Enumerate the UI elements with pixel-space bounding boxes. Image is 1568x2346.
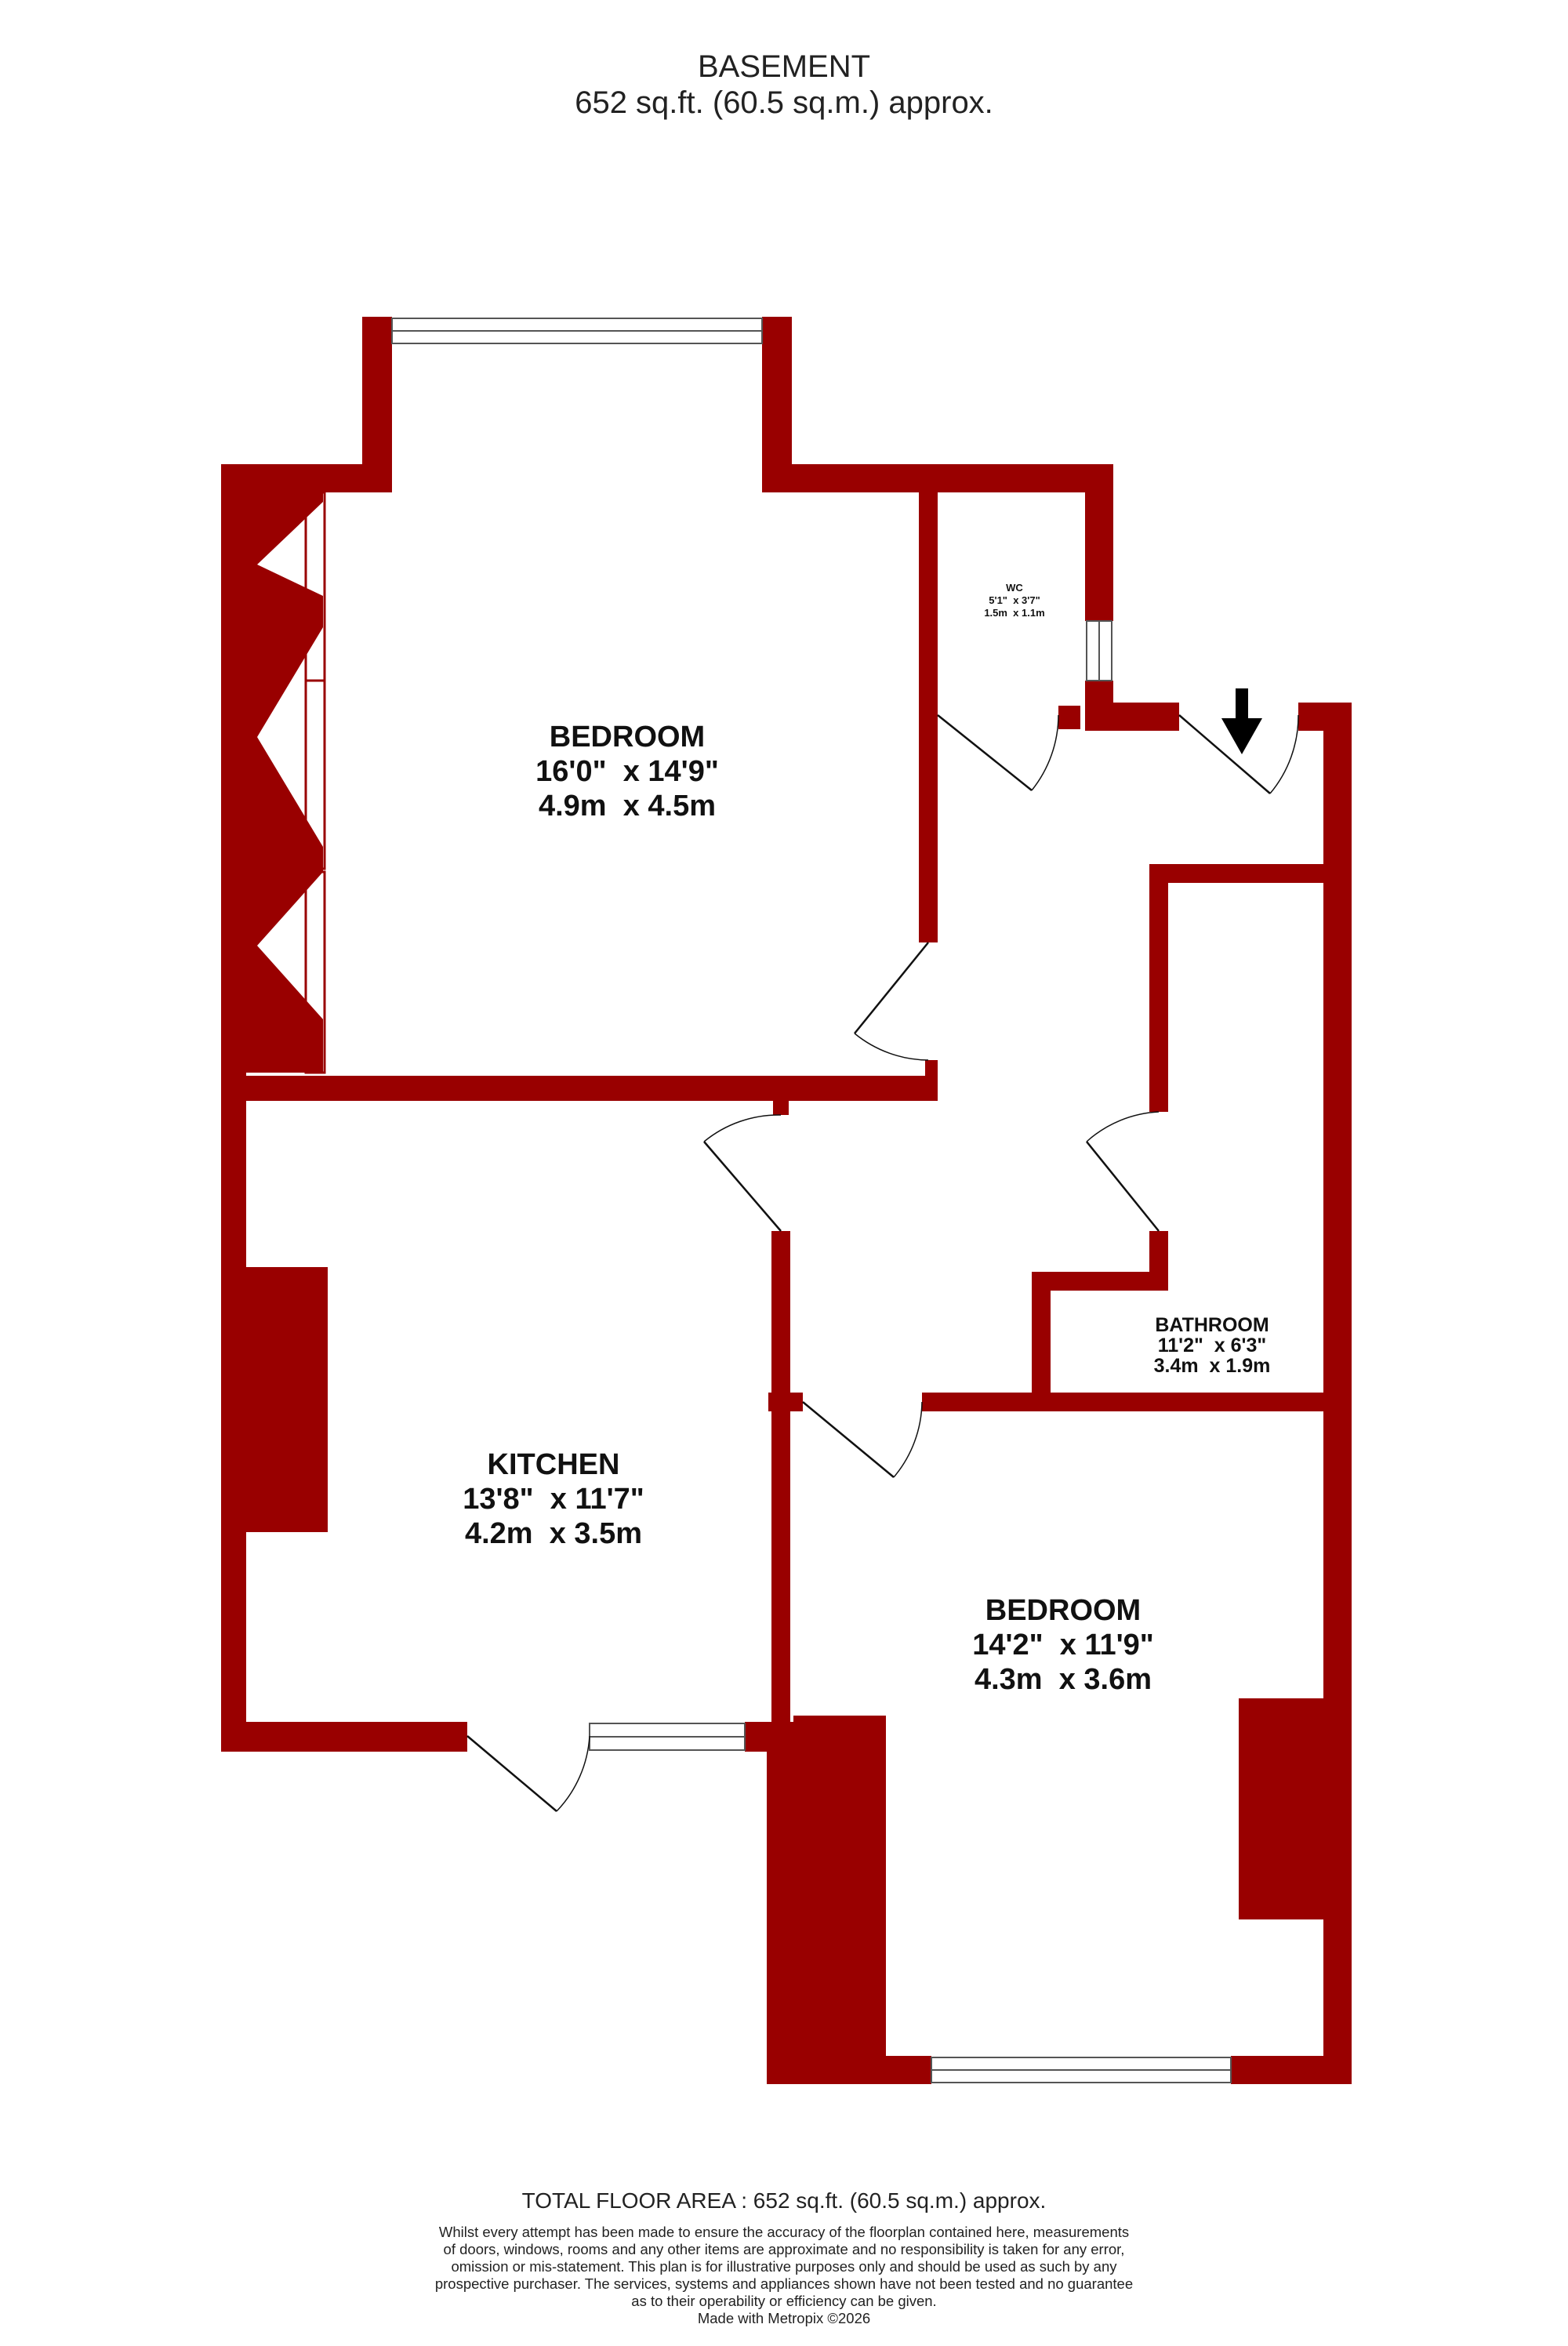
wall: [925, 1060, 938, 1101]
door-kitchen: [703, 1114, 782, 1232]
disclaimer-line: of doors, windows, rooms and any other i…: [443, 2241, 1125, 2257]
room-size-imperial: 16'0" x 14'9": [535, 755, 719, 788]
wall: [1032, 1272, 1051, 1396]
room-label-bedroom-top: BEDROOM 16'0" x 14'9" 4.9m x 4.5m: [535, 721, 719, 823]
room-size-metric: 3.4m x 1.9m: [1154, 1355, 1271, 1377]
room-label-wc: WC 5'1" x 3'7" 1.5m x 1.1m: [984, 582, 1044, 619]
disclaimer-line: Whilst every attempt has been made to en…: [438, 2224, 1130, 2240]
room-size-imperial: 5'1" x 3'7": [989, 594, 1040, 606]
wardrobe: [304, 679, 326, 870]
room-size-metric: 1.5m x 1.1m: [984, 607, 1044, 619]
wardrobes: [304, 491, 326, 1074]
wall: [1085, 464, 1113, 621]
door-entrance: [1178, 714, 1299, 794]
room-size-imperial: 14'2" x 11'9": [972, 1629, 1154, 1661]
wall: [221, 464, 392, 492]
disclaimer-line: omission or mis-statement. This plan is …: [451, 2258, 1117, 2275]
wall: [221, 1076, 938, 1101]
wardrobe: [304, 870, 326, 1074]
room-name: BATHROOM: [1155, 1314, 1269, 1336]
wall: [1149, 864, 1168, 1112]
room-label-kitchen: KITCHEN 13'8" x 11'7" 4.2m x 3.5m: [463, 1448, 644, 1550]
walls: [221, 317, 1352, 2084]
arrow-down-icon: [1221, 688, 1262, 754]
chimney-breast: [793, 1716, 886, 2057]
room-size-imperial: 11'2" x 6'3": [1158, 1335, 1266, 1356]
room-label-bathroom: BATHROOM 11'2" x 6'3" 3.4m x 1.9m: [1154, 1314, 1271, 1377]
wall: [773, 1091, 789, 1115]
wall: [362, 317, 392, 492]
wall: [922, 1393, 1352, 1411]
disclaimer-line: as to their operability or efficiency ca…: [631, 2293, 937, 2309]
doors: [466, 714, 1299, 1812]
door-wc: [937, 714, 1059, 791]
wall: [1231, 2056, 1352, 2084]
chimney-breast: [1239, 1698, 1323, 1919]
wall: [1085, 703, 1179, 731]
floor-title: BASEMENT: [697, 49, 871, 84]
wall: [221, 1722, 467, 1752]
door-bedroom-bottom: [802, 1401, 923, 1478]
windows: [391, 318, 1232, 2083]
room-name: KITCHEN: [488, 1448, 620, 1481]
wall: [767, 2056, 931, 2084]
room-label-bedroom-bottom: BEDROOM 14'2" x 11'9" 4.3m x 3.6m: [972, 1594, 1154, 1696]
wall: [1058, 706, 1080, 729]
room-size-metric: 4.3m x 3.6m: [975, 1663, 1152, 1696]
room-size-metric: 4.9m x 4.5m: [539, 790, 716, 823]
floor-area: 652 sq.ft. (60.5 sq.m.) approx.: [575, 85, 993, 120]
total-floor-area: TOTAL FLOOR AREA : 652 sq.ft. (60.5 sq.m…: [521, 2188, 1047, 2213]
room-name: WC: [1006, 582, 1023, 594]
chimney-breast: [246, 1267, 328, 1532]
room-name: BEDROOM: [550, 721, 705, 754]
wall: [762, 317, 792, 492]
plan-footer: TOTAL FLOOR AREA : 652 sq.ft. (60.5 sq.m…: [0, 2188, 1568, 2327]
wall: [1032, 1272, 1168, 1291]
room-name: BEDROOM: [985, 1594, 1141, 1627]
disclaimer-line: prospective purchaser. The services, sys…: [434, 2275, 1134, 2292]
wall: [771, 1231, 790, 1741]
wall: [919, 464, 938, 942]
credit-line: Made with Metropix ©2026: [697, 2310, 871, 2326]
door-bedroom-top: [854, 942, 929, 1061]
door-kitchen-garden: [466, 1735, 590, 1812]
door-bathroom: [1086, 1111, 1160, 1232]
wall: [767, 1722, 793, 2084]
wall: [1149, 864, 1334, 883]
plan-header: BASEMENT 652 sq.ft. (60.5 sq.m.) approx.: [0, 49, 1568, 121]
room-size-imperial: 13'8" x 11'7": [463, 1483, 644, 1516]
room-size-metric: 4.2m x 3.5m: [465, 1517, 642, 1550]
